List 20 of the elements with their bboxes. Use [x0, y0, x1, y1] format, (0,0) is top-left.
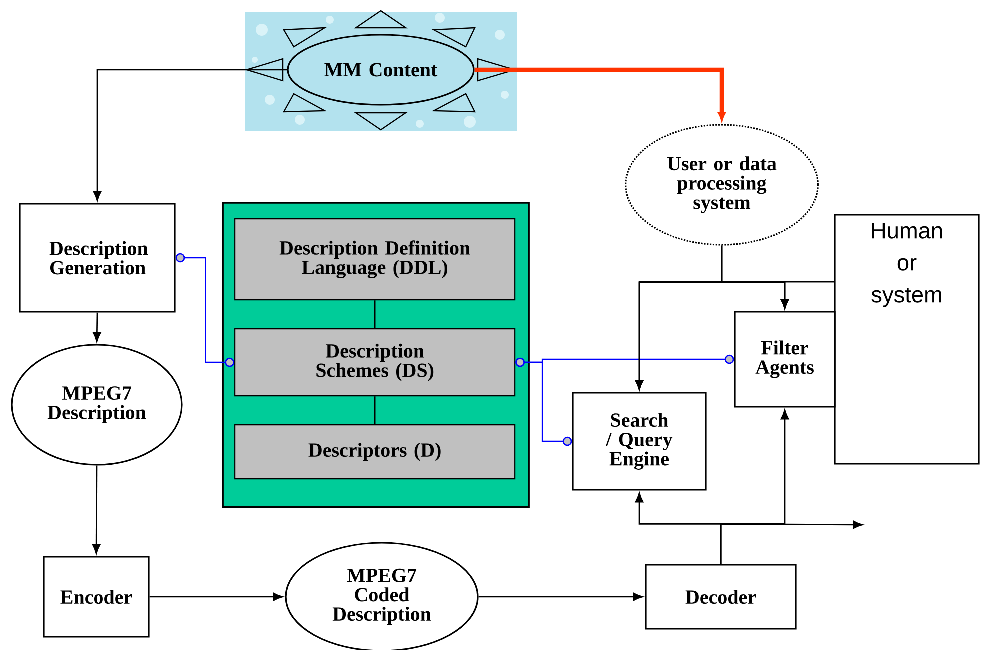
process-box: Encoder [43, 556, 150, 638]
layer-box: Description Definition Language (DDL) [234, 218, 516, 301]
connector [374, 396, 376, 425]
process-box: Filter Agents [734, 311, 836, 408]
arrow [93, 69, 288, 202]
process-box: Search / Query Engine [572, 392, 707, 491]
arrow [93, 312, 102, 342]
arrow [474, 68, 726, 121]
connector [516, 358, 572, 446]
arrow [780, 281, 834, 310]
arrow [92, 466, 101, 554]
layer-box: Descriptors (D) [234, 424, 516, 480]
connector [374, 300, 376, 329]
layer-box: Description Schemes (DS) [234, 328, 516, 397]
process-box: Decoder [645, 564, 797, 630]
arrow [478, 592, 644, 602]
process-box: Description Generation [19, 203, 176, 313]
arrow [720, 520, 864, 564]
connector [176, 253, 235, 368]
arrow [150, 592, 284, 602]
